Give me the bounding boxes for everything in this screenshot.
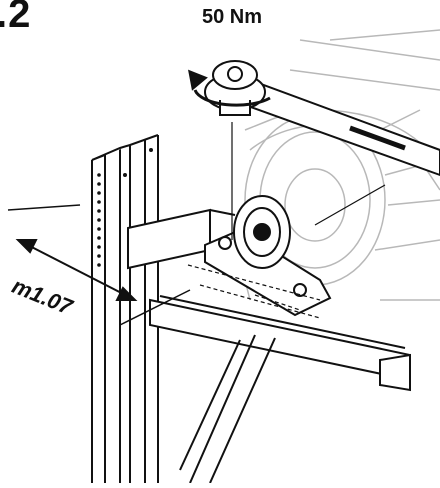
rotation-arrow-icon: [188, 69, 271, 107]
dimension-line: [7, 204, 191, 326]
step-number: .2: [0, 0, 32, 36]
diagonal-brace: [179, 334, 276, 484]
post-holes: [97, 148, 153, 267]
lower-rail: [149, 295, 411, 392]
torque-wrench-icon: [204, 60, 440, 177]
torque-value: 50 Nm: [202, 6, 263, 28]
vertical-post: [91, 134, 159, 483]
leader-lines: [231, 122, 386, 240]
hidden-lines: [187, 264, 321, 319]
